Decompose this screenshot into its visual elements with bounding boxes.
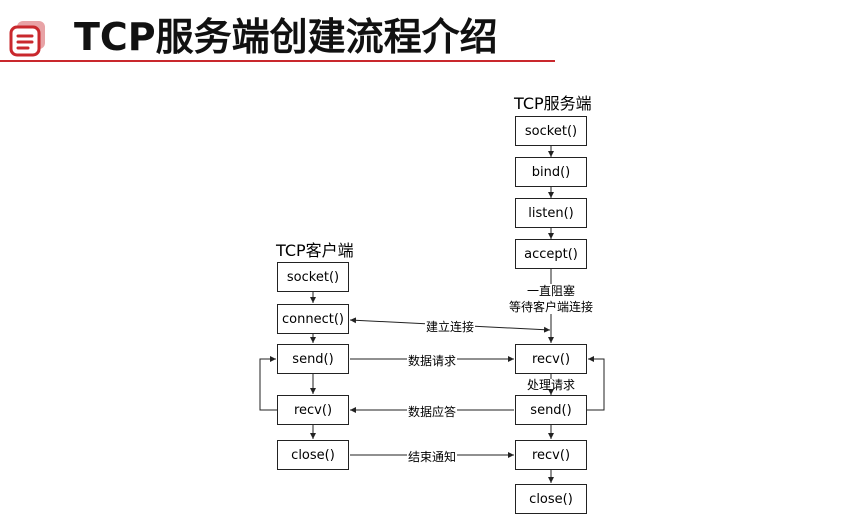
server-label: TCP服务端 (514, 94, 592, 113)
wait-note-line1: 一直阻塞 (526, 284, 575, 298)
edge-label-response: 数据应答 (407, 403, 458, 420)
document-list-icon (9, 21, 45, 57)
wait-note: 一直阻塞 等待客户端连接 (501, 283, 601, 315)
page-title: TCP服务端创建流程介绍 (74, 15, 498, 59)
client-close-box: close() (277, 440, 349, 470)
client-loop-back (259, 356, 277, 411)
title-underline (0, 60, 555, 62)
server-close-box: close() (515, 484, 587, 514)
edge-label-notify: 结束通知 (407, 448, 458, 465)
server-bind-box: bind() (515, 157, 587, 187)
client-send-box: send() (277, 344, 349, 374)
server-accept-box: accept() (515, 239, 587, 269)
edge-label-connect: 建立连接 (425, 318, 476, 335)
server-send-box: send() (515, 395, 587, 425)
client-socket-box: socket() (277, 262, 349, 292)
server-listen-box: listen() (515, 198, 587, 228)
server-recv-end-box: recv() (515, 440, 587, 470)
server-loop-back (587, 356, 605, 411)
edge-label-request: 数据请求 (407, 352, 458, 369)
server-recv-box: recv() (515, 344, 587, 374)
client-connect-box: connect() (277, 304, 349, 334)
process-note: 处理请求 (526, 378, 575, 392)
client-label: TCP客户端 (276, 241, 354, 260)
wait-note-line2: 等待客户端连接 (508, 300, 593, 314)
server-socket-box: socket() (515, 116, 587, 146)
client-recv-box: recv() (277, 395, 349, 425)
